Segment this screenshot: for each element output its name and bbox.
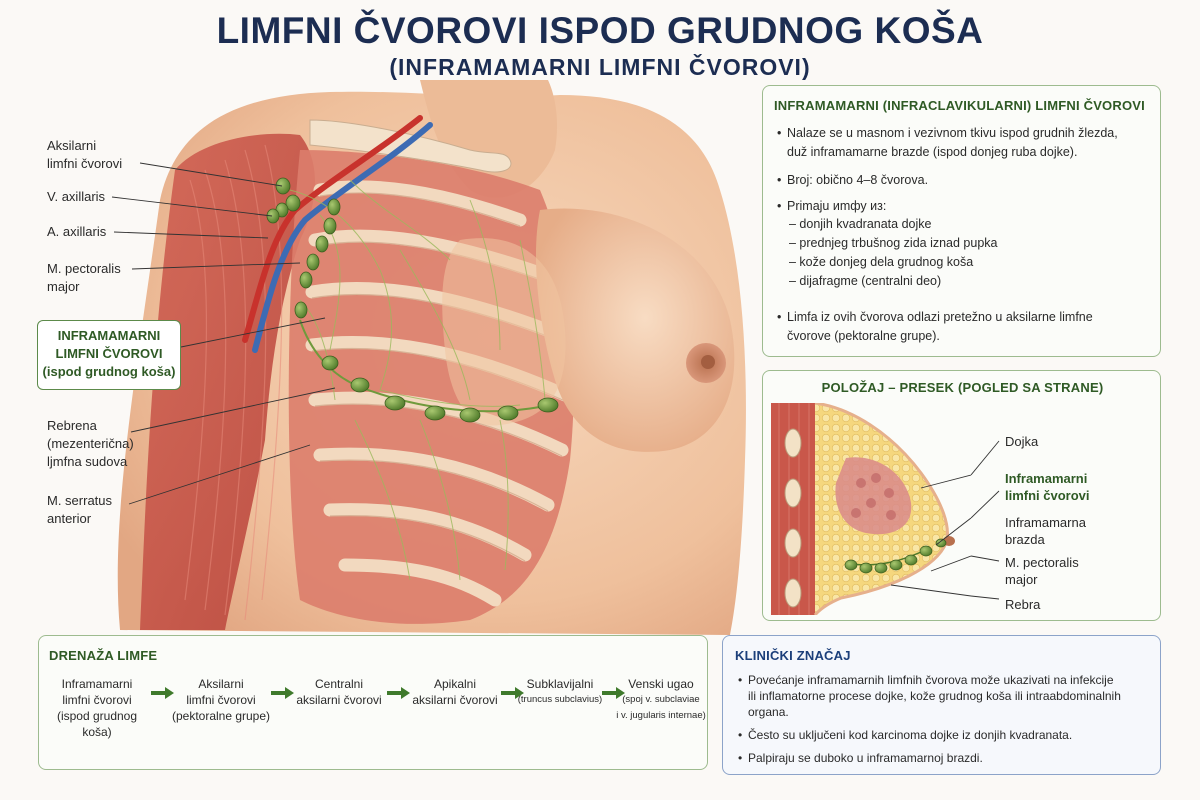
nipple xyxy=(701,355,715,369)
label-aksilarni-line1: Aksilarni xyxy=(47,138,97,153)
inframamarni-lymph-nodes xyxy=(321,355,559,423)
label-pectoralis-line1: M. pectoralis xyxy=(47,261,121,276)
info-bullet-drainage-cont: čvorove (pektoralne grupe). xyxy=(787,329,940,343)
clinical-bullet-1-cont2: organa. xyxy=(748,705,789,719)
cs-label-inframamarni-line1: Inframamarni xyxy=(1005,471,1088,486)
cs-label-inframamarni-line2: limfni čvorovi xyxy=(1005,488,1090,503)
axillary-vein xyxy=(252,122,433,353)
page-title: LIMFNI ČVOROVI ISPOD GRUDNOG KOŠA xyxy=(216,10,984,51)
info-bullet-location-cont: duž inframamarne brazde (ispod donjeg ru… xyxy=(787,145,1078,159)
label-pectoralis-line2: major xyxy=(47,279,80,294)
label-serratus-line1: M. serratus xyxy=(47,493,113,508)
label-rebrena-line2: (mezenterična) xyxy=(47,436,134,451)
clinical-bullet-3: •Palpiraju se duboko u inframamarnoj bra… xyxy=(738,751,983,765)
clinical-bullet-1-cont: ili inflamatorne procese dojke, kože gru… xyxy=(748,689,1121,703)
cs-label-dojka: Dojka xyxy=(1005,434,1039,449)
info-sub-4: – dijafragme (centralni deo) xyxy=(789,274,942,288)
cs-label-brazda-line2: brazda xyxy=(1005,532,1045,547)
cross-section-panel: POLOŽAJ – PRESEK (POGLED SA STRANE) xyxy=(762,370,1161,621)
cs-label-rebra: Rebra xyxy=(1005,597,1041,612)
cross-section-leaders xyxy=(971,440,1000,600)
cs-label-brazda-line1: Inframamarna xyxy=(1005,515,1086,530)
drainage-step-centralni: Centralni aksilarni čvorovi xyxy=(296,677,382,707)
cs-label-pectoralis-line1: M. pectoralis xyxy=(1005,555,1079,570)
clinical-panel: KLINIČKI ZNAČAJ •Povećanje inframamarnih… xyxy=(722,635,1161,775)
info-panel-heading: INFRAMAMARNI (INFRACLAVIKULARNI) LIMFNI … xyxy=(774,98,1145,113)
label-aksilarni-line2: limfni čvorovi xyxy=(47,156,123,171)
drainage-arrow-3 xyxy=(387,687,410,699)
label-v-axillaris: V. axillaris xyxy=(47,189,106,204)
inframamarni-callout-line3: (ispod grudnog koša) xyxy=(42,364,176,379)
label-serratus-line2: anterior xyxy=(47,511,92,526)
axillary-lymph-nodes xyxy=(266,177,341,319)
inframamarni-callout-line2: LIMFNI ČVOROVI xyxy=(55,346,163,361)
info-panel: INFRAMAMARNI (INFRACLAVIKULARNI) LIMFNI … xyxy=(762,85,1161,357)
info-bullet-drainage: •Limfa iz ovih čvorova odlazi pretežno u… xyxy=(777,310,1093,324)
info-bullet-count: •Broj: obično 4–8 čvorova. xyxy=(777,173,929,187)
inframamarni-callout: INFRAMAMARNI LIMFNI ČVOROVI (ispod grudn… xyxy=(37,320,181,390)
label-rebrena-line3: ljmfna sudova xyxy=(47,454,128,469)
drainage-step-inframamarni: Inframamarni limfni čvorovi (ispod grudn… xyxy=(56,677,138,739)
drainage-step-apikalni: Apikalni aksilarni čvorovi xyxy=(412,677,498,707)
drainage-arrow-1 xyxy=(151,687,174,699)
drainage-arrow-5 xyxy=(602,687,625,699)
cs-label-pectoralis-line2: major xyxy=(1005,572,1038,587)
label-rebrena-line1: Rebrena xyxy=(47,418,97,433)
breast xyxy=(535,208,735,452)
inframamarni-callout-line1: INFRAMAMARNI xyxy=(57,328,161,343)
clinical-bullet-1: •Povećanje inframamarnih limfnih čvorova… xyxy=(738,673,1114,687)
drainage-panel: DRENAŽA LIMFE Inframamarni limfni čvorov… xyxy=(38,635,708,770)
info-bullet-receive: •Primaju иmфу из: xyxy=(777,199,887,213)
drainage-arrow-2 xyxy=(271,687,294,699)
drainage-step-venski-ugao: Venski ugao (spoj v. subclaviae i v. jug… xyxy=(616,677,706,721)
info-sub-3: – kože donjeg dela grudnog koša xyxy=(789,255,974,269)
label-a-axillaris: A. axillaris xyxy=(47,224,107,239)
drainage-arrow-4 xyxy=(501,687,524,699)
lymphatic-network xyxy=(289,179,546,581)
info-sub-2: – prednjeg trbušnog zida iznad pupka xyxy=(789,236,998,250)
page-subtitle: (INFRAMAMARNI LIMFNI ČVOROVI) xyxy=(389,54,811,80)
drainage-heading: DRENAŽA LIMFE xyxy=(49,648,158,663)
clinical-bullet-2: •Često su uključeni kod karcinoma dojke … xyxy=(738,728,1073,742)
cross-section-heading: POLOŽAJ – PRESEK (POGLED SA STRANE) xyxy=(821,380,1104,395)
clinical-heading: KLINIČKI ZNAČAJ xyxy=(735,648,851,663)
info-sub-1: – donjih kvadranata dojke xyxy=(789,217,932,231)
drainage-step-aksilarni: Aksilarni limfni čvorovi (pektoralne gru… xyxy=(171,677,271,723)
info-bullet-location: •Nalaze se u masnom i vezivnom tkivu isp… xyxy=(777,126,1118,140)
cross-section-diagram xyxy=(771,403,971,615)
anatomical-illustration xyxy=(111,80,746,635)
drainage-step-subklavijalni: Subklavijalni (truncus subclavius) xyxy=(517,677,603,705)
